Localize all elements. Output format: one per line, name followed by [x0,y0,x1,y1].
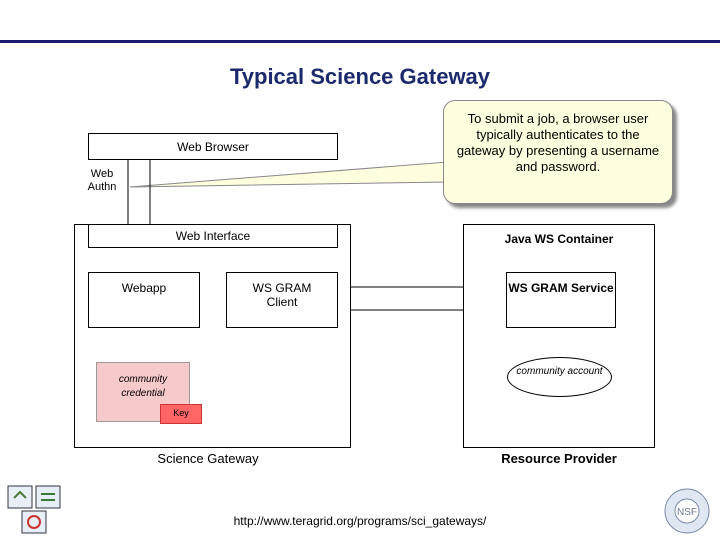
ws-gram-service-label: WS GRAM Service [508,281,614,295]
community-credential-scroll: community credential [96,362,190,422]
callout-pointer [129,161,449,188]
resource-provider-label: Resource Provider [501,451,617,466]
ws-gram-service-box: WS GRAM Service [506,272,616,328]
science-gateway-label: Science Gateway [157,451,259,466]
svg-text:NSF: NSF [677,507,697,518]
resource-provider-container [463,224,655,448]
callout-note: To submit a job, a browser user typicall… [443,100,673,204]
key-tag: Key [160,404,202,424]
webapp-box: Webapp [88,272,200,328]
java-ws-container-label: Java WS Container [504,232,614,246]
nsf-seal-icon: NSF [664,488,710,534]
webapp-label: Webapp [121,281,167,295]
web-browser-box: Web Browser [88,133,338,160]
teragrid-logo-icon [7,485,61,534]
ws-gram-client-label: WS GRAM Client [252,281,312,309]
community-account-ellipse: community account [507,357,612,397]
top-rule [0,40,720,43]
footer-url: http://www.teragrid.org/programs/sci_gat… [233,514,487,528]
ws-gram-client-box: WS GRAM Client [226,272,338,328]
page-title: Typical Science Gateway [229,64,491,89]
web-interface-box: Web Interface [88,224,338,248]
web-authn-label: Web Authn [87,168,117,193]
